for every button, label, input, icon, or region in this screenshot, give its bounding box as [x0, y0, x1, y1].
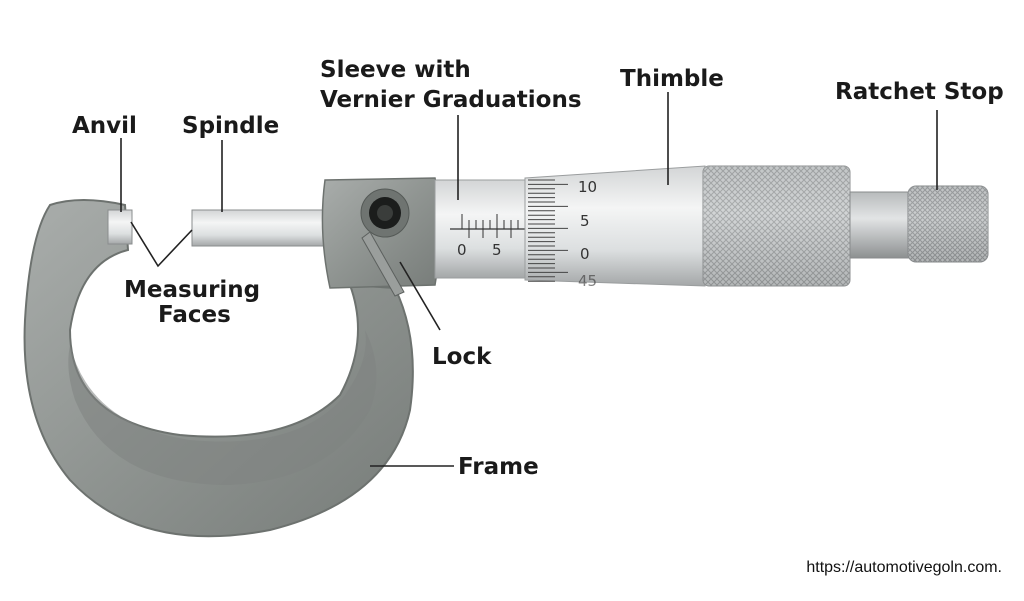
- ratchet-part: [849, 185, 989, 263]
- anvil-part: [107, 209, 133, 245]
- thimble-part: 10 5 0 45: [524, 165, 706, 290]
- lock-body: [321, 177, 441, 297]
- label-thimble: Thimble: [620, 66, 724, 92]
- sleeve-part: 0 5: [434, 179, 540, 279]
- thimble-graduations: [528, 179, 568, 282]
- label-measuring-line1: Measuring: [124, 277, 260, 303]
- frame-body: [23, 199, 414, 538]
- thimble-scale-5: 5: [580, 212, 590, 230]
- thimble-scale-45: 45: [578, 272, 597, 290]
- thimble-scale-0: 0: [580, 245, 590, 263]
- spindle-part: [191, 209, 333, 247]
- label-ratchet-stop: Ratchet Stop: [835, 79, 1004, 105]
- leader-lines: [120, 92, 938, 467]
- sleeve-scale-5: 5: [492, 241, 502, 259]
- thimble-scale-10: 10: [578, 178, 597, 196]
- sleeve-scale-0: 0: [457, 241, 467, 259]
- label-frame: Frame: [458, 454, 539, 480]
- label-lock: Lock: [432, 344, 492, 370]
- source-url: https://automotivegoln.com.: [806, 559, 1002, 576]
- label-spindle: Spindle: [182, 113, 279, 139]
- label-anvil: Anvil: [72, 113, 137, 139]
- label-measuring-line2: Faces: [158, 302, 231, 328]
- thimble-grip: [702, 165, 851, 287]
- label-sleeve-line1: Sleeve with: [320, 57, 471, 83]
- label-sleeve-line2: Vernier Graduations: [320, 87, 582, 113]
